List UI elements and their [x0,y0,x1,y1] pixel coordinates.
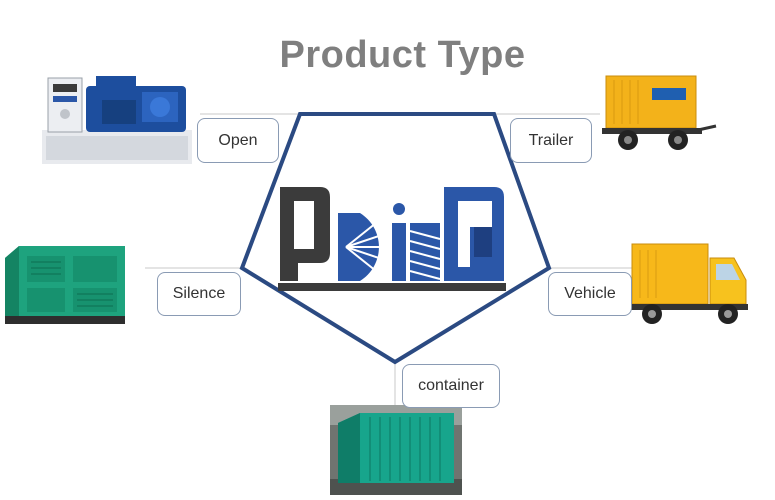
vehicle-generator-image [630,243,748,324]
container-generator-image [330,405,462,495]
company-logo [278,187,506,291]
label-silence: Silence [157,272,241,316]
open-generator-image [42,76,192,164]
label-container-text: container [418,377,484,394]
label-trailer: Trailer [510,118,592,163]
label-container: container [402,364,500,408]
pentagon-frame [239,112,552,365]
silent-generator-image [5,246,125,324]
label-silence-text: Silence [172,285,226,302]
label-trailer-text: Trailer [528,131,574,149]
label-open: Open [197,118,279,163]
trailer-generator-image [602,75,717,150]
label-open-text: Open [218,131,258,149]
label-vehicle: Vehicle [548,272,632,316]
page-title: Product Type [279,34,526,76]
label-vehicle-text: Vehicle [564,285,616,302]
